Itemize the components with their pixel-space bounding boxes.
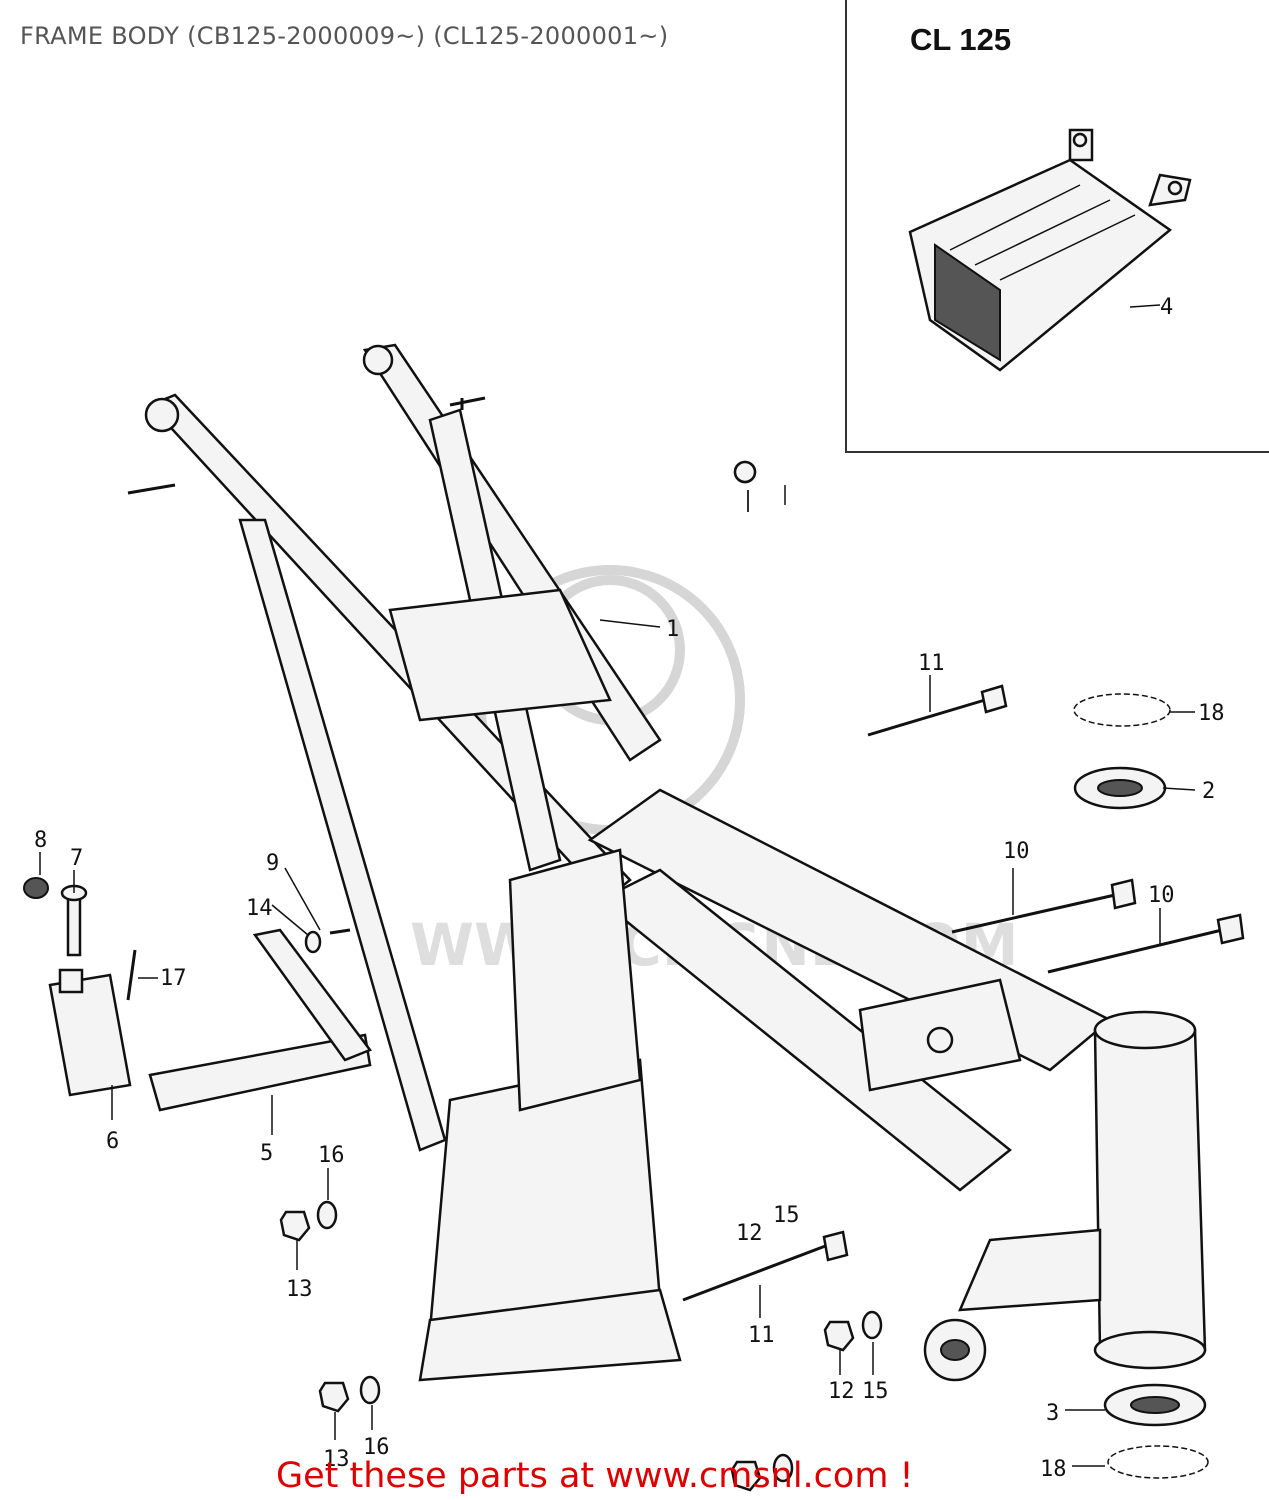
- callout-7: 7: [70, 846, 83, 871]
- part-2-bearing-race: [1073, 766, 1167, 810]
- callout-16a: 16: [318, 1143, 345, 1168]
- leader-lines: [39, 304, 1196, 1467]
- callout-8: 8: [34, 828, 47, 853]
- inset-frame: [845, 0, 1269, 453]
- stand-parts: [23, 877, 372, 1112]
- callout-2: 2: [1202, 779, 1215, 804]
- callout-15a: 15: [773, 1203, 800, 1228]
- callout-18b: 18: [1040, 1457, 1067, 1482]
- part-4-battery-tray: [908, 128, 1192, 372]
- part-1-main-frame: [127, 343, 1207, 1382]
- callout-15b: 15: [862, 1379, 889, 1404]
- callout-17: 17: [160, 966, 187, 991]
- callout-13b: 13: [323, 1447, 350, 1472]
- part-18-steel-balls: [1073, 693, 1209, 1479]
- callout-11a: 11: [918, 651, 945, 676]
- callout-numbers: 1 2 3 4 5 6 7 8 9 10 10 11 11 12 12 13 1…: [34, 295, 1225, 1482]
- callout-18a: 18: [1198, 701, 1225, 726]
- callout-1: 1: [666, 617, 679, 642]
- callout-10b: 10: [1148, 883, 1175, 908]
- callout-11b: 11: [748, 1323, 775, 1348]
- callout-9: 9: [266, 851, 279, 876]
- callout-14: 14: [246, 896, 273, 921]
- callout-10a: 10: [1003, 839, 1030, 864]
- part-3-bearing-race: [1103, 1383, 1207, 1427]
- callout-13a: 13: [286, 1277, 313, 1302]
- footer-link-text[interactable]: Get these parts at www.cmsnl.com !: [276, 1456, 914, 1496]
- callout-4: 4: [1160, 295, 1173, 320]
- callout-5: 5: [260, 1141, 273, 1166]
- bolts: [682, 684, 1245, 1302]
- callout-6: 6: [106, 1129, 119, 1154]
- callout-16b: 16: [363, 1435, 390, 1460]
- callout-12a: 12: [736, 1221, 763, 1246]
- callout-12b: 12: [828, 1379, 855, 1404]
- callout-3: 3: [1046, 1401, 1059, 1426]
- nuts-washers: [279, 460, 883, 1492]
- diagram-title: FRAME BODY (CB125-2000009~) (CL125-20000…: [20, 22, 669, 50]
- inset-label: CL 125: [910, 22, 1012, 57]
